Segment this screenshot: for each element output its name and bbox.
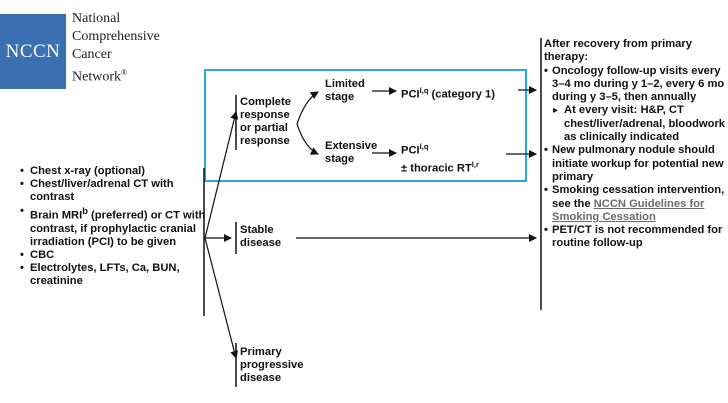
arrow-to-complete: [204, 111, 239, 239]
highlight-box: [204, 69, 527, 182]
limited-stage-label: Limited stage: [325, 78, 365, 103]
followup-item: PET/CT is not recommended for routine fo…: [544, 224, 728, 251]
followup-panel: After recovery from primary therapy: Onc…: [544, 38, 728, 251]
progressive-disease-label: Primary progressive disease: [240, 346, 304, 384]
smoking-cessation-link[interactable]: NCCN Guidelines for Smoking Cessation: [552, 197, 705, 223]
logo-registered: ®: [121, 68, 128, 77]
logo-line-3: Cancer: [72, 47, 112, 62]
followup-subitem: At every visit: H&P, CT chest/liver/adre…: [544, 104, 728, 144]
workup-item: Electrolytes, LFTs, Ca, BUN, creatinine: [20, 262, 208, 288]
workup-list: Chest x-ray (optional) Chest/liver/adren…: [20, 165, 208, 289]
complete-to-limited: [296, 91, 319, 125]
nccn-logo-text: National Comprehensive Cancer Network®: [72, 10, 160, 87]
logo-line-4: Network: [72, 69, 121, 85]
extensive-treatment-label: PCIl,q ± thoracic RTl,r: [401, 142, 479, 175]
logo-line-1: National: [72, 11, 121, 26]
nccn-logo: NCCN: [0, 14, 66, 89]
arrow-to-progressive: [204, 237, 239, 359]
complete-to-extensive: [296, 123, 319, 155]
followup-heading: After recovery from primary therapy:: [544, 38, 692, 64]
followup-item: Oncology follow-up visits every 3–4 mo d…: [544, 65, 728, 105]
followup-item: New pulmonary nodule should initiate wor…: [544, 144, 728, 184]
logo-line-2: Comprehensive: [72, 29, 160, 44]
extensive-stage-label: Extensive stage: [325, 140, 378, 165]
workup-item: Chest/liver/adrenal CT with contrast: [20, 178, 208, 204]
stable-disease-label: Stable disease: [240, 224, 282, 249]
complete-response-label: Complete response or partial response: [240, 96, 291, 147]
workup-item: Brain MRIb (preferred) or CT with contra…: [20, 205, 208, 249]
limited-treatment-label: PCIl,q (category 1): [401, 86, 495, 101]
workup-item: Chest x-ray (optional): [20, 165, 208, 178]
workup-item: CBC: [20, 249, 208, 262]
followup-item: Smoking cessation intervention, see the …: [544, 184, 728, 224]
